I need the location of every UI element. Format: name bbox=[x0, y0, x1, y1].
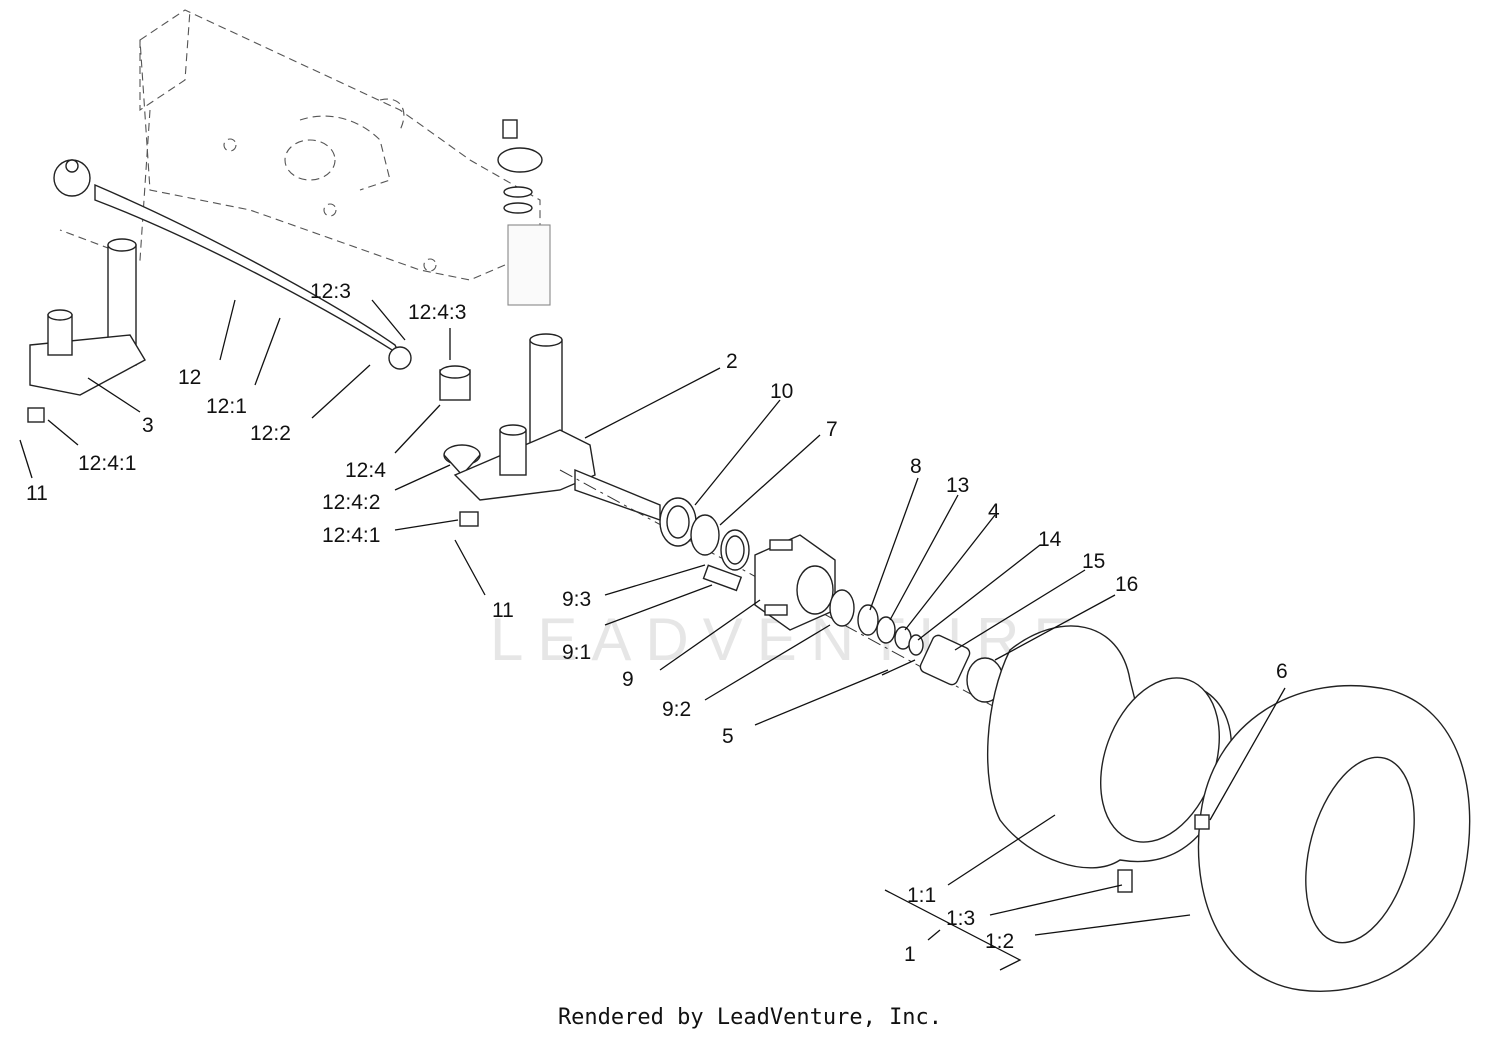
callout-12-4: 12:4 bbox=[345, 459, 386, 482]
callout-9: 9 bbox=[622, 668, 634, 691]
wheel-hub bbox=[702, 534, 836, 631]
leader-lines bbox=[19, 299, 1286, 971]
callout-4: 4 bbox=[988, 500, 1000, 523]
callout-12-4-2: 12:4:2 bbox=[322, 491, 380, 514]
callout-9-1: 9:1 bbox=[562, 641, 591, 664]
callout-11-right: 11 bbox=[492, 599, 514, 622]
callout-9-3: 9:3 bbox=[562, 588, 591, 611]
callout-12-2: 12:2 bbox=[250, 422, 291, 445]
callout-10: 10 bbox=[770, 380, 793, 403]
right-spindle bbox=[453, 424, 661, 521]
callout-12-4-1-left: 12:4:1 bbox=[78, 452, 136, 475]
callout-8: 8 bbox=[910, 455, 922, 478]
bearing-stack-outer bbox=[829, 589, 1004, 703]
callout-7: 7 bbox=[826, 418, 838, 441]
callout-12: 12 bbox=[178, 366, 201, 389]
callout-11-left: 11 bbox=[26, 482, 48, 505]
callout-13: 13 bbox=[946, 474, 969, 497]
callout-12-3: 12:3 bbox=[310, 280, 351, 303]
king-pin-top-stack bbox=[497, 119, 563, 451]
callout-12-4-1-right: 12:4:1 bbox=[322, 524, 380, 547]
callout-labels: 2 10 7 8 13 4 14 15 16 6 9:3 9:1 9 9:2 5… bbox=[26, 280, 1288, 966]
callout-16: 16 bbox=[1115, 573, 1138, 596]
bearing-stack-inner bbox=[659, 497, 750, 571]
callout-15: 15 bbox=[1082, 550, 1105, 573]
callout-1: 1 bbox=[904, 943, 916, 966]
footer-credit: Rendered by LeadVenture, Inc. bbox=[557, 1005, 943, 1030]
callout-1-2: 1:2 bbox=[985, 930, 1014, 953]
callout-1-1: 1:1 bbox=[907, 884, 936, 907]
frame-ghost bbox=[59, 9, 541, 281]
callout-14: 14 bbox=[1038, 528, 1062, 551]
callout-2: 2 bbox=[726, 350, 738, 373]
left-spindle bbox=[27, 238, 146, 423]
tire bbox=[1194, 685, 1471, 992]
callout-9-2: 9:2 bbox=[662, 698, 691, 721]
callout-12-1: 12:1 bbox=[206, 395, 247, 418]
callout-5: 5 bbox=[722, 725, 734, 748]
tie-rod bbox=[53, 159, 481, 527]
wheel-rim bbox=[986, 625, 1232, 893]
callout-6: 6 bbox=[1276, 660, 1288, 683]
callout-3: 3 bbox=[142, 414, 154, 437]
callout-1-3: 1:3 bbox=[946, 907, 975, 930]
callout-12-4-3: 12:4:3 bbox=[408, 301, 466, 324]
